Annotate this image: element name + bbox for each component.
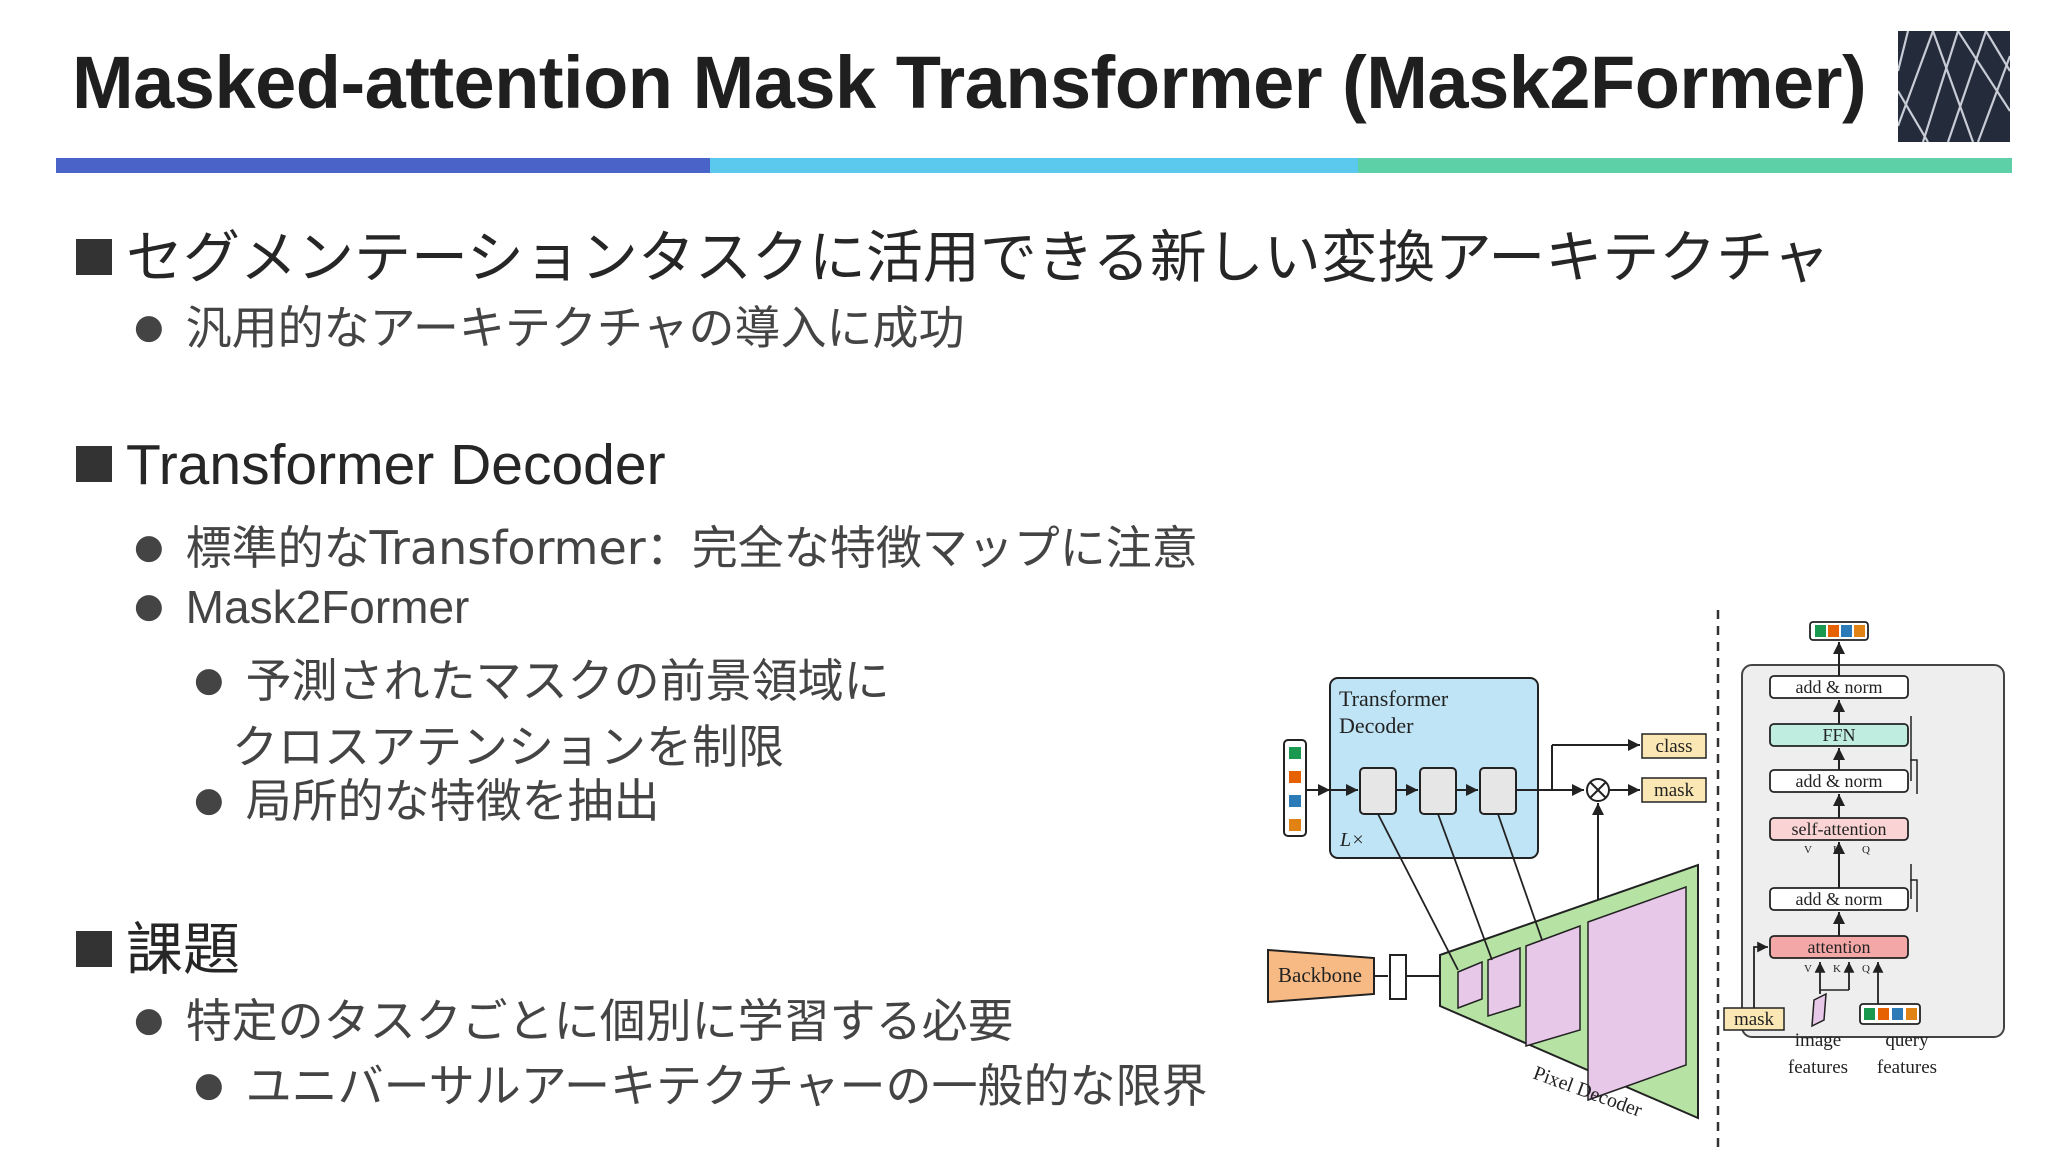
decoder-layer xyxy=(1479,767,1517,815)
add-norm-label: add & norm xyxy=(1796,677,1883,697)
bullet-text: Mask2Former xyxy=(185,581,470,633)
bullet-dot-icon: ● xyxy=(194,780,224,820)
feature-map xyxy=(1487,946,1521,1018)
k-label: K xyxy=(1833,963,1841,975)
query-swatch xyxy=(1828,625,1839,637)
heading-transformer-decoder: Transformer Decoder xyxy=(76,432,666,498)
masked-attention-block xyxy=(1769,935,1909,959)
image-features-label: image xyxy=(1795,1030,1841,1051)
heading-challenges: 課題 xyxy=(76,904,240,986)
square-bullet-icon xyxy=(76,239,112,275)
v-label: V xyxy=(1804,844,1812,856)
ffn-label: FFN xyxy=(1822,725,1855,745)
decoder-layer xyxy=(1359,767,1397,815)
decoder-title-2: Decoder xyxy=(1339,713,1414,738)
query-features-label-2: features xyxy=(1877,1057,1937,1078)
square-bullet-icon xyxy=(76,446,112,482)
backbone-label: Backbone xyxy=(1278,963,1362,987)
add-norm-block xyxy=(1769,887,1909,911)
repeat-label: L× xyxy=(1339,829,1365,851)
slide-body: セグメンテーションタスクに活用できる新しい変換アーキテクチャ ● 汎用的なアーキテ… xyxy=(76,225,1830,1116)
sub-bullet-text: 局所的な特徴を抽出 xyxy=(245,774,660,828)
query-swatch xyxy=(1289,819,1301,831)
mask-output-label: mask xyxy=(1654,780,1695,801)
heading-new-architecture: セグメンテーションタスクに活用できる新しい変換アーキテクチャ xyxy=(76,212,1830,294)
v-label: V xyxy=(1804,963,1812,975)
mask-output xyxy=(1641,777,1707,803)
add-norm-block xyxy=(1769,675,1909,699)
decoder-layer-detail xyxy=(1741,664,2005,1038)
attention-word: attention xyxy=(1808,937,1871,957)
bullet-dot-icon: ● xyxy=(134,586,164,626)
add-norm-label: add & norm xyxy=(1796,771,1883,791)
logo xyxy=(1898,31,2010,142)
accent-bar-cyan xyxy=(710,158,1358,173)
q-label: Q xyxy=(1862,844,1870,856)
q-label: Q xyxy=(1862,963,1870,975)
bullet-dot-icon: ● xyxy=(134,307,164,347)
query-swatch xyxy=(1289,771,1301,783)
bullet-text: 特定のタスクごとに個別に学習する必要 xyxy=(185,994,1014,1048)
sub-bullet-text: 予測されたマスクの前景領域に xyxy=(245,654,890,708)
class-output xyxy=(1641,733,1707,759)
query-swatch xyxy=(1854,625,1865,637)
image-features-icon xyxy=(1811,992,1827,1028)
accent-bar-green xyxy=(1358,158,2012,173)
class-output-label: class xyxy=(1656,736,1693,757)
query-swatch xyxy=(1841,625,1852,637)
sub-bullet-item: ● 局所的な特徴を抽出 xyxy=(194,765,660,831)
ffn-block xyxy=(1769,723,1909,747)
sub-bullet-text: ユニバーサルアーキテクチャーの一般的な限界 xyxy=(245,1059,1208,1113)
query-swatch xyxy=(1864,1008,1875,1020)
sub-bullet-text-cont: クロスアテンションを制限 xyxy=(232,720,784,774)
masked-attention-label: attention xyxy=(1808,937,1871,957)
feature-map xyxy=(1457,960,1483,1010)
query-swatch xyxy=(1878,1008,1889,1020)
query-swatch xyxy=(1892,1008,1903,1020)
square-bullet-icon xyxy=(76,931,112,967)
bullet-text: 汎用的なアーキテクチャの導入に成功 xyxy=(185,301,965,355)
add-norm-label: add & norm xyxy=(1796,889,1883,909)
slide-title: Masked-attention Mask Transformer (Mask2… xyxy=(72,41,1867,124)
query-swatch xyxy=(1289,747,1301,759)
bullet-dot-icon: ● xyxy=(134,1000,164,1040)
heading-text: セグメンテーションタスクに活用できる新しい変換アーキテクチャ xyxy=(126,225,1830,291)
bullet-dot-icon: ● xyxy=(134,527,164,567)
add-norm-block xyxy=(1769,769,1909,793)
feature-map xyxy=(1587,885,1687,1102)
bullet-dot-icon: ● xyxy=(194,1065,224,1105)
mask2former-diagram: Transformer Decoder L× class mask Pixel … xyxy=(1262,610,2014,1150)
sub-bullet-item: ● 予測されたマスクの前景領域に クロスアテンションを制限 xyxy=(194,645,890,777)
self-attention-label: self-attention xyxy=(1792,819,1887,839)
input-queries xyxy=(1283,739,1307,837)
mask-input-label: mask xyxy=(1734,1009,1775,1030)
query-features-label: query xyxy=(1885,1030,1929,1051)
sub-bullet-item: ● ユニバーサルアーキテクチャーの一般的な限界 xyxy=(194,1050,1208,1116)
decoder-title: Transformer xyxy=(1339,686,1449,711)
backbone-block xyxy=(1267,948,1375,1004)
query-swatch xyxy=(1906,1008,1917,1020)
feature-map xyxy=(1525,924,1581,1048)
accent-bar-blue xyxy=(56,158,710,173)
backbone-feature xyxy=(1389,954,1407,1000)
bullet-dot-icon: ● xyxy=(194,660,224,700)
self-attention-block xyxy=(1769,817,1909,841)
bullet-item: ● 特定のタスクごとに個別に学習する必要 xyxy=(134,985,1014,1051)
bullet-item: ● Mask2Former xyxy=(134,580,469,634)
decoder-layer xyxy=(1419,767,1457,815)
image-features-label-2: features xyxy=(1788,1057,1848,1078)
heading-text: Transformer Decoder xyxy=(126,433,666,497)
bullet-text: 標準的なTransformer：完全な特徴マップに注意 xyxy=(185,521,1198,575)
bullet-item: ● 標準的なTransformer：完全な特徴マップに注意 xyxy=(134,512,1198,578)
query-swatch xyxy=(1289,795,1301,807)
query-swatch xyxy=(1815,625,1826,637)
heading-text: 課題 xyxy=(126,917,240,983)
bullet-item: ● 汎用的なアーキテクチャの導入に成功 xyxy=(134,292,964,358)
